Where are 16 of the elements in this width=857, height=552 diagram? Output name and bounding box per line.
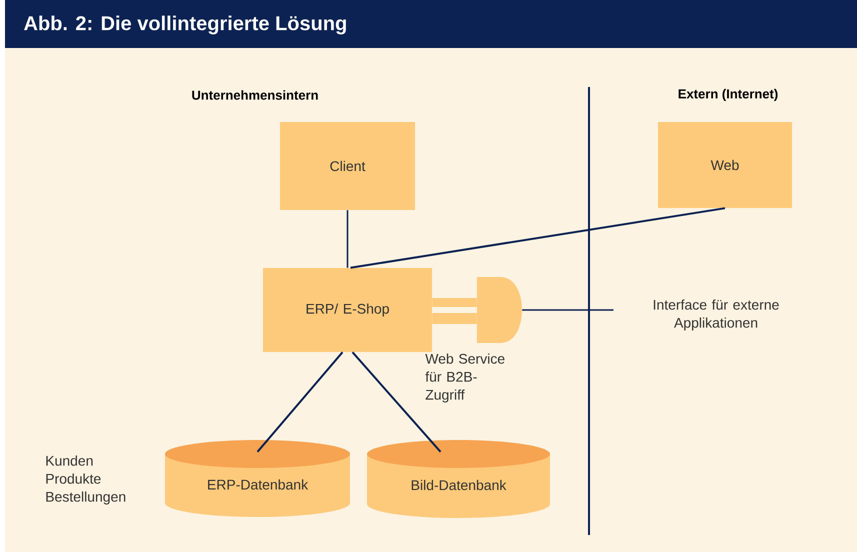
connector-line xyxy=(350,207,726,269)
database-cylinder: Bild-Datenbank xyxy=(367,440,550,518)
connector-line xyxy=(522,309,614,311)
process-box: Web xyxy=(658,122,792,208)
section-heading: Unternehmensintern xyxy=(192,90,318,100)
interface-connector xyxy=(477,277,522,343)
section-heading: Extern (Internet) xyxy=(678,88,778,102)
annotation-text: Web Service für B2B-Zugriff xyxy=(425,353,504,403)
connector-line xyxy=(432,298,477,324)
process-box: ERP/ E-Shop xyxy=(263,268,432,352)
title-bar: Abb. 2: Die vollintegrierte Lösung xyxy=(5,0,857,48)
caption-text: Kunden Produkte Bestellungen xyxy=(46,455,126,505)
process-box: Client xyxy=(280,122,415,210)
database-cylinder: ERP-Datenbank xyxy=(165,440,350,517)
connector-line xyxy=(346,210,348,268)
annotation-text: Interface für externe Applikationen xyxy=(654,299,779,330)
